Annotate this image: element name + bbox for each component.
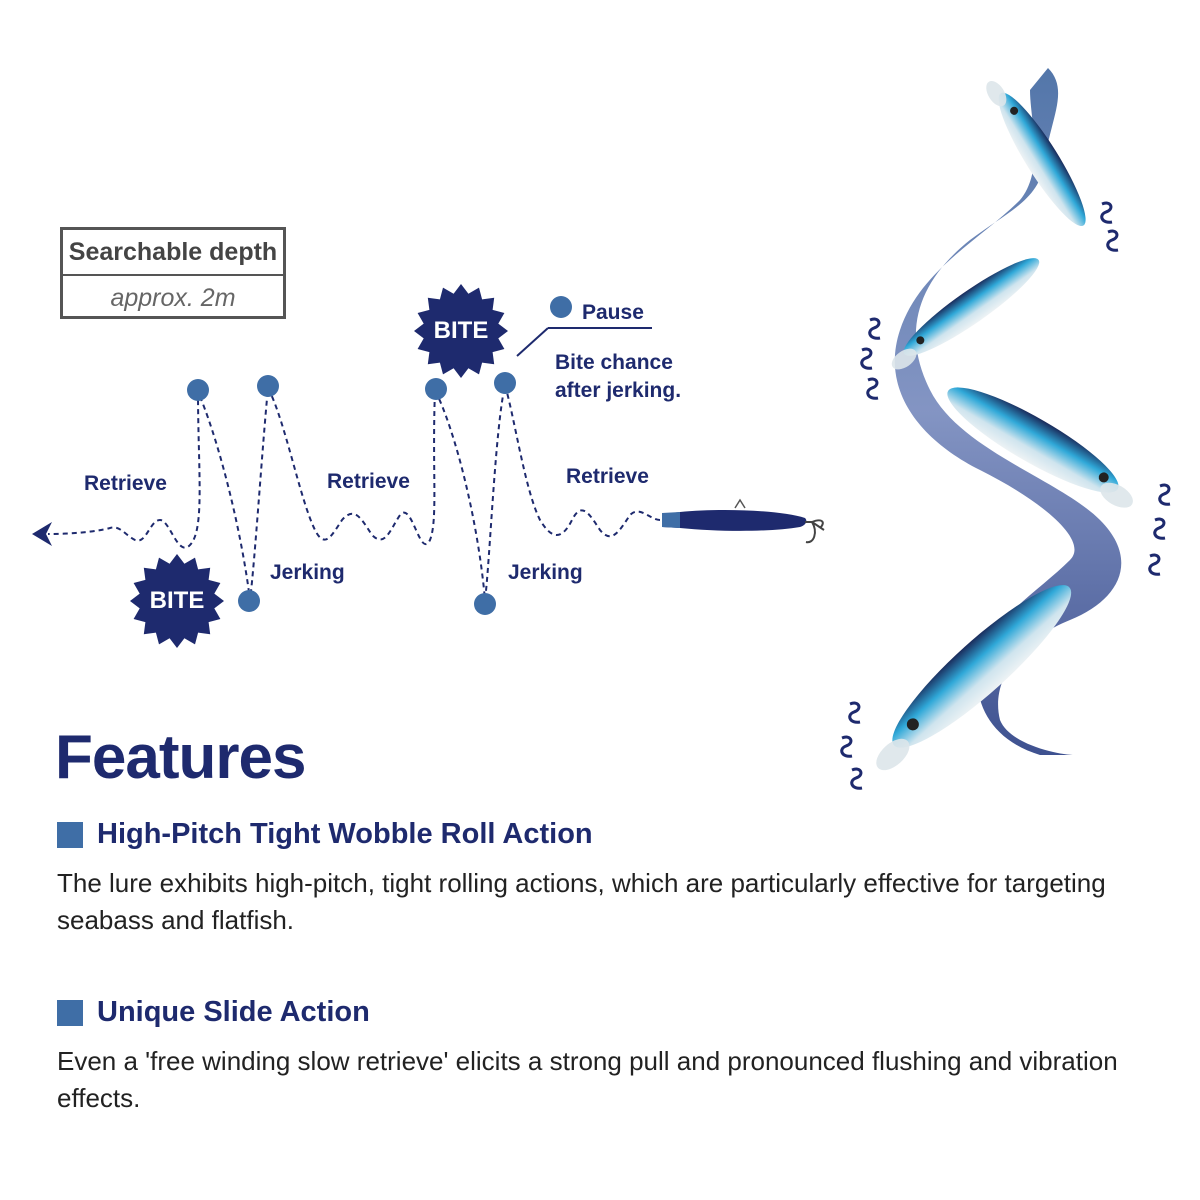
diagram-dot (187, 379, 209, 401)
feature-item: High-Pitch Tight Wobble Roll Action The … (57, 818, 1157, 939)
feature-heading: High-Pitch Tight Wobble Roll Action (57, 818, 1157, 851)
diagram-dot (238, 590, 260, 612)
bite-chance-line1: Bite chance (555, 351, 673, 374)
diagram-dot (494, 372, 516, 394)
lure-image (947, 387, 1133, 508)
feature-heading: Unique Slide Action (57, 996, 1157, 1029)
lure-icon (662, 498, 825, 544)
depth-value: approx. 2m (110, 283, 236, 312)
jerking-label: Jerking (270, 561, 345, 584)
pause-pointer-line (516, 327, 549, 357)
vibration-marks-icon (840, 201, 1171, 790)
searchable-depth-box: Searchable depth approx. 2m (60, 227, 286, 319)
diagram-dot (257, 375, 279, 397)
bite-chance-line2: after jerking. (555, 379, 682, 402)
feature-body: The lure exhibits high-pitch, tight roll… (57, 868, 1106, 935)
lure-image (986, 81, 1086, 227)
feature-item: Unique Slide Action Even a 'free winding… (57, 996, 1157, 1117)
pause-label: Pause (582, 301, 644, 324)
lure-path (47, 384, 661, 601)
pause-dot (550, 296, 572, 318)
bite-label: BITE (433, 317, 489, 344)
bullet-square-icon (57, 821, 83, 848)
features-title: Features (55, 723, 306, 792)
bullet-square-icon (57, 999, 83, 1026)
bite-burst-shape (130, 554, 224, 648)
retrieve-arrow-icon (32, 522, 52, 546)
bite-label: BITE (149, 587, 205, 614)
feature-heading-text: Unique Slide Action (97, 996, 370, 1028)
swim-ribbon (894, 68, 1122, 755)
depth-title: Searchable depth (63, 230, 283, 276)
lure-image (876, 585, 1072, 771)
diagram-dot (425, 378, 447, 400)
jerking-label: Jerking (508, 561, 583, 584)
feature-heading-text: High-Pitch Tight Wobble Roll Action (97, 818, 593, 850)
diagram-dot (474, 593, 496, 615)
bite-burst-icon (130, 554, 224, 648)
retrieve-label: Retrieve (566, 465, 649, 488)
bite-burst-icon (414, 284, 508, 378)
lure-image (891, 258, 1040, 370)
feature-body: Even a 'free winding slow retrieve' elic… (57, 1046, 1118, 1113)
retrieve-label: Retrieve (327, 470, 410, 493)
retrieve-label: Retrieve (84, 472, 167, 495)
bite-burst-shape (414, 284, 508, 378)
